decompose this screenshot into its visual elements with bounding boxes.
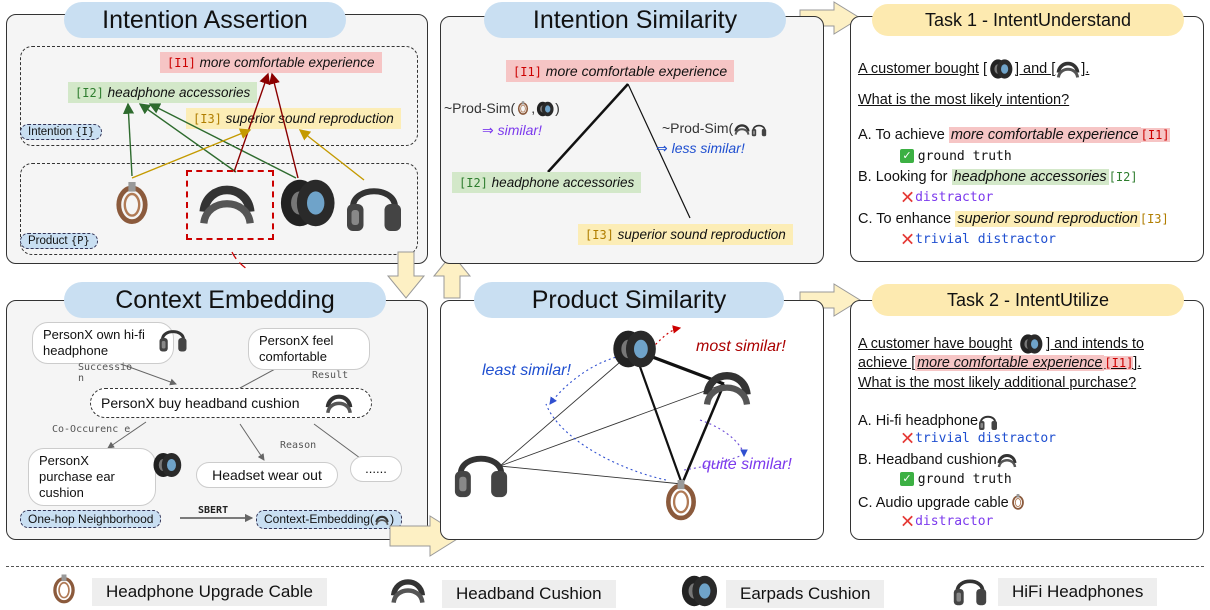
intention-similarity-title: Intention Similarity <box>484 2 786 38</box>
intent-i2-tag: [I2] headphone accessories <box>68 82 258 103</box>
task2-option-c: C. Audio upgrade cable <box>858 492 1027 514</box>
intention-group-box <box>20 46 418 146</box>
task1-title: Task 1 - IntentUnderstand <box>872 4 1184 36</box>
product-label: Product {P} <box>20 233 98 249</box>
edge-cooccurence: Co-Occurenc e <box>52 424 131 435</box>
context-embedding-label: Context-Embedding() <box>256 510 403 529</box>
most-similar-label: most similar! <box>696 338 786 355</box>
task2-title: Task 2 - IntentUtilize <box>872 284 1184 316</box>
prod-sim-right: ~Prod-Sim( <box>662 120 768 138</box>
legend-earpads-label: Earpads Cushion <box>726 580 885 608</box>
legend-cable-label: Headphone Upgrade Cable <box>92 578 327 606</box>
node-feel-comfortable: PersonX feel comfortable <box>248 328 370 370</box>
edge-reason: Reason <box>280 440 317 451</box>
earpads-icon <box>1020 334 1043 354</box>
node-own-headphone: PersonX own hi-fi headphone <box>32 322 174 364</box>
task1-option-a: A. To achieve more comfortable experienc… <box>858 127 1170 143</box>
cross-icon: ✕ <box>900 428 916 449</box>
node-purchase-ear-cushion: PersonX purchase ear cushion <box>28 448 156 506</box>
one-hop-neighborhood-label: One-hop Neighborhood <box>20 510 162 528</box>
task2-option-a: A. Hi-fi headphone <box>858 410 999 432</box>
task2-option-b-verdict: ✓ ground truth <box>900 470 1012 489</box>
task1-option-b-verdict: ✕distractor <box>900 187 994 208</box>
task1-option-a-verdict: ✓ ground truth <box>900 147 1012 166</box>
cable-icon <box>1011 493 1024 510</box>
headphones-icon <box>952 570 988 608</box>
node-more: ...... <box>350 456 402 482</box>
similarity-i3-tag: [I3] superior sound reproduction <box>578 224 793 245</box>
node-headset-wear-out: Headset wear out <box>196 462 338 488</box>
cross-icon: ✕ <box>900 187 916 208</box>
earpads-icon <box>990 59 1013 79</box>
task2-option-b: B. Headband cushion <box>858 450 1017 470</box>
task2-question-line2: achieve [more comfortable experience[I1]… <box>858 355 1142 371</box>
task1-question-line2: What is the most likely intention? <box>858 92 1070 108</box>
legend-divider <box>6 566 1204 567</box>
headphones-icon <box>452 440 510 502</box>
task1-question-line1: A customer bought [] and []. <box>858 57 1089 81</box>
similarity-i2-tag: [I2] headphone accessories <box>452 172 642 193</box>
cable-icon <box>658 472 704 534</box>
sbert-label: SBERT <box>198 505 229 516</box>
intention-similarity-panel <box>440 16 824 264</box>
product-similarity-title: Product Similarity <box>474 282 784 318</box>
least-similar-label: least similar! <box>482 362 571 379</box>
legend-headband-label: Headband Cushion <box>442 580 616 608</box>
intention-label: Intention {I} <box>20 124 103 140</box>
check-icon: ✓ <box>900 472 914 487</box>
intention-similarity-lines <box>547 83 691 219</box>
node-buy-headband: PersonX buy headband cushion <box>90 388 372 418</box>
legend-headphones-label: HiFi Headphones <box>998 578 1158 606</box>
task2-question-line1: A customer have bought ] and intends to <box>858 332 1144 356</box>
check-icon: ✓ <box>900 149 914 164</box>
task2-option-c-verdict: ✕distractor <box>900 511 994 532</box>
context-embedding-title: Context Embedding <box>64 282 386 318</box>
edge-succession: Successio n <box>78 362 133 384</box>
quite-similar-label: quite similar! <box>702 456 792 473</box>
cross-icon: ✕ <box>900 229 916 250</box>
task2-question-line3: What is the most likely additional purch… <box>858 375 1137 391</box>
intent-i1-tag: [I1] more comfortable experience <box>160 52 382 73</box>
cross-icon: ✕ <box>900 511 916 532</box>
cable-icon <box>46 572 82 610</box>
task1-option-b: B. Looking for headphone accessories[I2] <box>858 169 1138 185</box>
intention-assertion-title: Intention Assertion <box>64 2 346 38</box>
edge-result: Result <box>312 370 349 381</box>
product-group-box <box>20 163 418 255</box>
headband-icon <box>1056 61 1080 80</box>
prod-sim-left: ~Prod-Sim(,) <box>444 100 560 118</box>
intention-assertion-arrows <box>122 72 365 270</box>
task1-option-c-verdict: ✕trivial distractor <box>900 229 1056 250</box>
prod-sim-left-result: ⇒ similar! <box>482 122 542 138</box>
earpads-icon <box>676 572 722 610</box>
similarity-i1-tag: [I1] more comfortable experience <box>506 60 735 82</box>
headband-icon <box>997 454 1017 469</box>
intent-i3-tag: [I3] superior sound reproduction <box>186 108 401 129</box>
task1-option-c: C. To enhance superior sound reproductio… <box>858 211 1169 227</box>
headband-icon <box>388 572 428 608</box>
earpads-icon <box>608 326 660 372</box>
prod-sim-right-result: ⇒ less similar! <box>656 140 745 156</box>
task2-option-a-verdict: ✕trivial distractor <box>900 428 1056 449</box>
selected-headband-box <box>186 170 274 240</box>
headband-icon <box>700 362 754 412</box>
